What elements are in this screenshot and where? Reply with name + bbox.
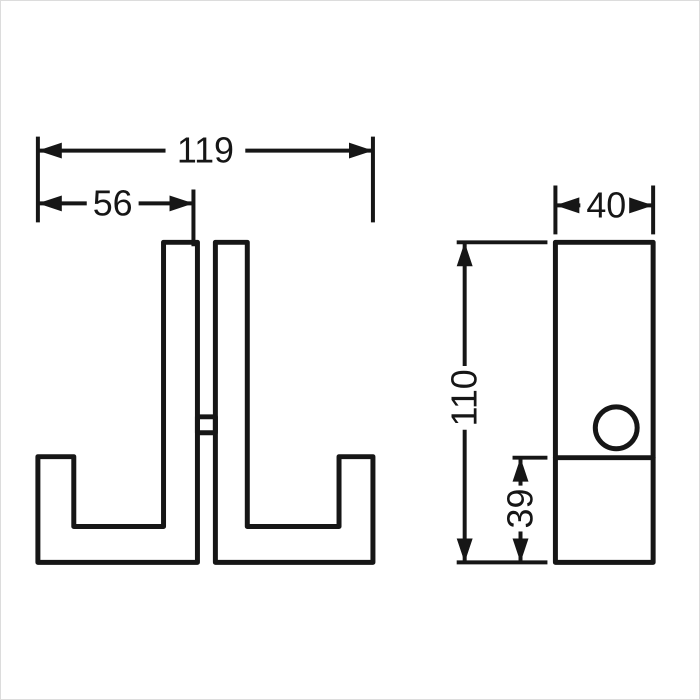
- dim-partial-width: 56: [37, 183, 194, 223]
- dim-label-partial-width: 56: [93, 183, 133, 223]
- dim-label-total-height: 110: [445, 369, 485, 426]
- arrow-down-icon: [456, 538, 473, 563]
- arrow-right-icon: [349, 142, 373, 159]
- arrow-up-icon: [512, 457, 529, 482]
- arrow-up-icon: [456, 242, 473, 267]
- arrow-right-icon: [169, 195, 194, 212]
- front-view: 119 56: [35, 131, 376, 565]
- dim-depth: 40: [555, 185, 654, 225]
- dim-lower-height: 39: [501, 457, 541, 563]
- front-view-center-connector: [194, 414, 218, 436]
- arrow-down-icon: [512, 538, 529, 563]
- dim-total-height: 110: [445, 242, 485, 563]
- dim-label-total-width: 119: [177, 131, 234, 171]
- dim-label-lower-height: 39: [501, 489, 541, 529]
- arrow-left-icon: [37, 142, 62, 159]
- arrow-right-icon: [629, 197, 654, 214]
- mounting-hole: [592, 404, 640, 452]
- side-view-outline: [552, 239, 656, 565]
- front-view-right-hook-outline: [212, 239, 376, 565]
- arrow-left-icon: [37, 195, 62, 212]
- front-view-left-hook-outline: [35, 239, 200, 565]
- dim-label-depth: 40: [586, 185, 626, 225]
- side-view: 40 110 39: [445, 185, 656, 565]
- dim-total-width: 119: [37, 131, 373, 171]
- arrow-left-icon: [555, 197, 580, 214]
